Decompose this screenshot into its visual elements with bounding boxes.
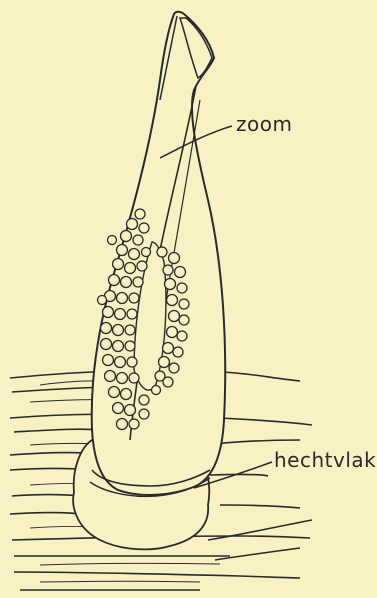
zoom-label: zoom: [236, 112, 292, 136]
attachment-label: hechtvlak: [274, 448, 376, 472]
